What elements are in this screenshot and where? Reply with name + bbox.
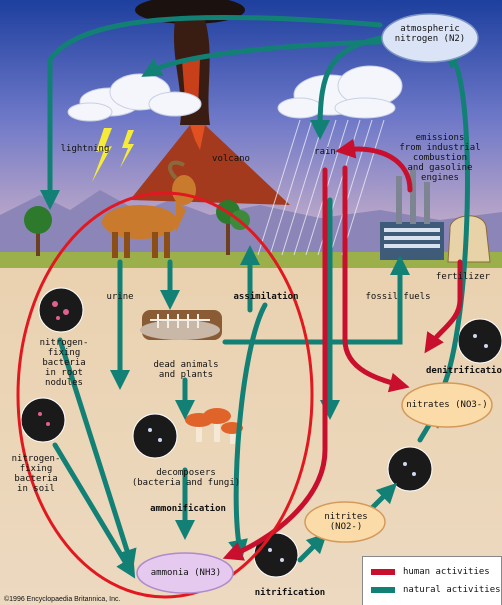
nitrogen-fixing-root-label: nitrogen- fixing bacteria in root nodule… <box>32 338 96 388</box>
nitrogen-fixing-soil-label: nitrogen- fixing bacteria in soil <box>6 454 66 494</box>
legend-human-swatch <box>371 569 395 575</box>
fossil-fuels-label: fossil fuels <box>358 292 438 302</box>
decomposers-label: decomposers (bacteria and fungi) <box>126 468 246 488</box>
fertilizer-label: fertilizer <box>425 272 501 282</box>
atmospheric-nitrogen-label: atmospheric nitrogen (N2) <box>386 24 474 44</box>
legend: human activities natural activities <box>362 556 502 605</box>
lightning-label: lightning <box>60 144 110 154</box>
legend-human: human activities <box>371 567 490 577</box>
legend-human-label: human activities <box>403 567 490 577</box>
denitrification-label: denitrification <box>426 366 502 376</box>
copyright-text: ©1996 Encyclopaedia Britannica, Inc. <box>4 596 120 603</box>
legend-natural-swatch <box>371 587 395 593</box>
legend-natural: natural activities <box>371 585 501 595</box>
dead-animal-log <box>140 310 222 340</box>
dead-animals-label: dead animals and plants <box>146 360 226 380</box>
emissions-label: emissions from industrial combustion and… <box>390 133 490 183</box>
nitrites-label: nitrites (NO2-) <box>306 512 386 532</box>
assimilation-label: assimilation <box>226 292 306 302</box>
urine-label: urine <box>100 292 140 302</box>
legend-natural-label: natural activities <box>403 585 501 595</box>
ammonification-label: ammonification <box>140 504 236 514</box>
rain-label: rain <box>310 147 340 157</box>
nitrification-label: nitrification <box>250 588 330 598</box>
ammonia-label: ammonia (NH3) <box>138 563 234 583</box>
volcano-label: volcano <box>206 154 256 164</box>
nitrates-label: nitrates (NO3-) <box>402 395 492 415</box>
